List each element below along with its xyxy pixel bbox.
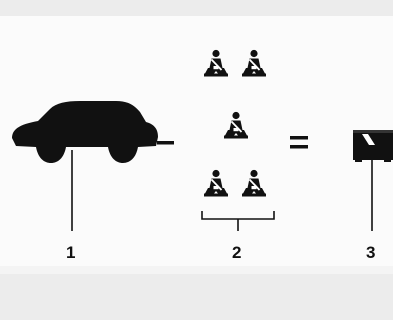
seatbelt-person-icon bbox=[203, 49, 229, 78]
tank-icon bbox=[353, 130, 393, 162]
car-icon bbox=[12, 101, 158, 163]
minus-sign bbox=[157, 141, 174, 145]
equals-sign bbox=[290, 136, 308, 149]
seatbelt-person-icon bbox=[241, 168, 267, 198]
callout-3-label: 3 bbox=[366, 243, 375, 262]
seatbelt-person-icon bbox=[223, 111, 249, 140]
seatbelt-person-icon bbox=[241, 49, 267, 78]
callout-1-label: 1 bbox=[66, 243, 75, 262]
grouping-bracket bbox=[201, 211, 275, 220]
callout-2-label: 2 bbox=[232, 243, 241, 262]
seatbelt-person-icon bbox=[203, 168, 229, 198]
background-band-lower bbox=[0, 266, 393, 274]
